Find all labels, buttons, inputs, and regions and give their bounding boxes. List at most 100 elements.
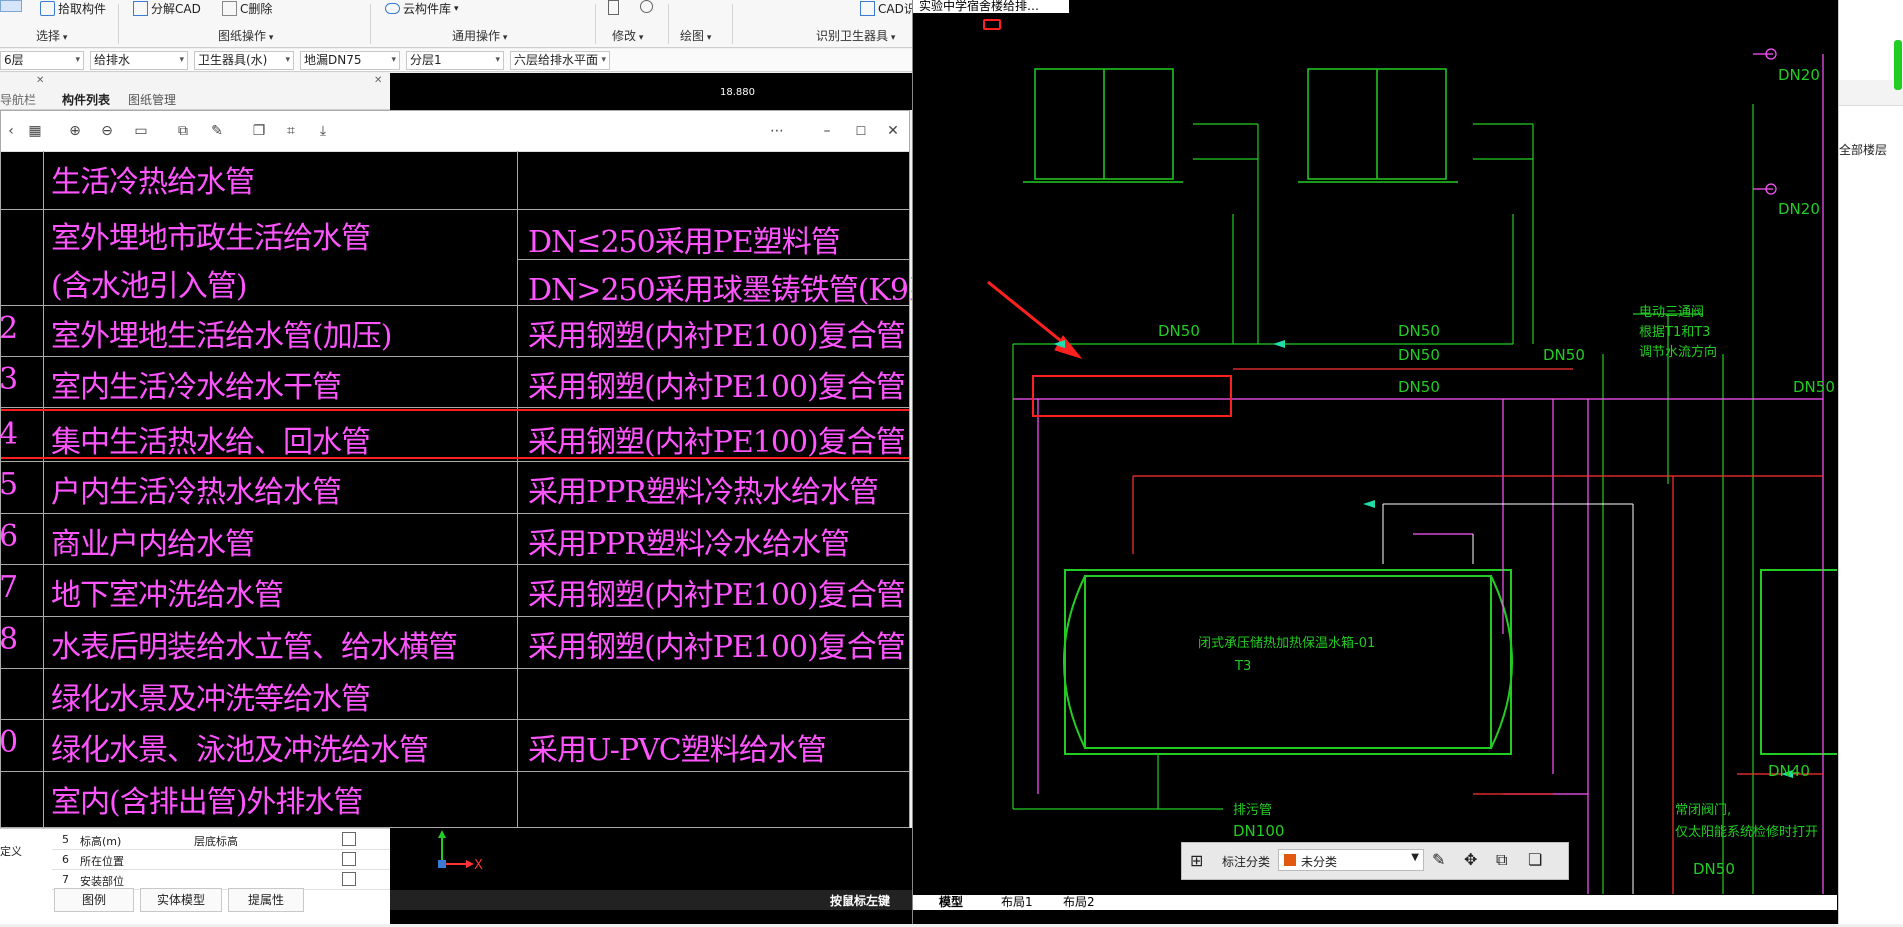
discipline-select[interactable]: 给排水	[90, 51, 188, 70]
group-draw[interactable]: 绘图	[680, 27, 711, 44]
pipe-label: DN50	[1543, 346, 1585, 364]
rotate-button[interactable]	[640, 0, 653, 13]
table-row: 8 水表后明装给水立管、给水横管 采用钢塑(内衬PE100)复合管	[0, 616, 909, 669]
grid-icon[interactable]: ⊞	[1190, 851, 1204, 870]
pipe-label: DN40	[1768, 762, 1810, 780]
pipe-label: DN50	[1158, 322, 1200, 340]
tab-component-list[interactable]: 构件列表	[62, 93, 111, 107]
decompose-icon	[133, 1, 148, 16]
more-icon[interactable]: ⋯	[770, 123, 784, 139]
table-row: 绿化水景及冲洗等给水管	[1, 668, 909, 720]
item-select[interactable]: 地漏DN75	[300, 51, 400, 70]
color-swatch	[1284, 854, 1296, 866]
copy-icon[interactable]: ⧉	[1496, 850, 1508, 869]
table-row: 0 绿化水景、泳池及冲洗给水管 采用U-PVC塑料给水管	[0, 719, 909, 772]
panel-header	[1839, 80, 1903, 106]
close-icon[interactable]: ✕	[1061, 0, 1070, 11]
cloud-library-button[interactable]: 云构件库▾	[385, 0, 459, 17]
pick-icon	[40, 1, 55, 16]
zoom-in-icon[interactable]: ⊕	[69, 123, 81, 139]
ribbon: 拾取构件 分解CAD C删除 云构件库▾ CAD识 选择 图纸操作 通用操作 修…	[0, 0, 916, 48]
pipe-label: DN50	[1398, 346, 1440, 364]
annotation-toolbar: ⊞ 标注分类 未分类 ▼ ✎ ✥ ⧉ ❏	[1181, 842, 1569, 880]
trash-button[interactable]	[608, 0, 619, 15]
layer-select[interactable]: 分层1	[406, 51, 504, 70]
table-row: 室内(含排出管)外排水管	[51, 785, 363, 820]
prop-row[interactable]: 7 安装部位	[52, 869, 390, 890]
divider	[370, 4, 371, 44]
close-icon[interactable]: ✕	[374, 75, 383, 86]
fit-icon[interactable]: ▭	[134, 123, 148, 139]
drawing-title[interactable]: 实验中学宿舍楼给排…	[913, 0, 1069, 13]
drawing-canvas: DN50 DN50 DN50 DN50 DN50 DN50 DN20 DN20 …	[987, 48, 1837, 894]
scrollbar-thumb[interactable]	[1894, 40, 1902, 90]
cad-drawing-window[interactable]: 实验中学宿舍楼给排… ✕	[912, 0, 1838, 924]
annotation-text: 常闭阀门,	[1675, 803, 1731, 818]
zoom-out-icon[interactable]: ⊖	[101, 123, 113, 139]
floor-select[interactable]: 6层	[0, 51, 84, 70]
edit-icon[interactable]: ✎	[211, 123, 223, 139]
category-select[interactable]: 未分类 ▼	[1278, 849, 1424, 871]
prop-row[interactable]: 6 所在位置	[52, 849, 390, 870]
table-row: 室外埋地市政生活给水管 (含水池引入管) DN≤250采用PE塑料管 DN>25…	[1, 209, 978, 308]
move-icon[interactable]: ✥	[1464, 850, 1478, 869]
group-select[interactable]: 选择	[36, 27, 67, 44]
highlight-box	[1032, 375, 1232, 417]
c-delete-button[interactable]: C删除	[222, 0, 272, 17]
annotation-text: 电动三通阀	[1639, 305, 1704, 320]
pick-component-button[interactable]: 拾取构件	[40, 0, 106, 17]
group-modify[interactable]: 修改	[612, 27, 643, 44]
crop-icon[interactable]: ⌗	[287, 123, 295, 139]
pipe-label: DN20	[1778, 200, 1820, 218]
grid-icon[interactable]: ▦	[28, 123, 42, 139]
decompose-cad-button[interactable]: 分解CAD	[133, 0, 201, 17]
checkbox[interactable]	[342, 832, 356, 846]
copy-icon[interactable]: ⧉	[178, 123, 188, 139]
extract-attr-button[interactable]: 提属性	[228, 888, 304, 912]
tab-model[interactable]: 模型	[939, 895, 964, 909]
close-icon[interactable]: ✕	[887, 123, 899, 139]
pipe-label: DN100	[1233, 822, 1284, 840]
layers-icon[interactable]: ❐	[252, 123, 266, 139]
paste-icon[interactable]: ❏	[1528, 850, 1543, 869]
axis-x-label: X	[474, 858, 483, 873]
back-icon[interactable]: ‹	[8, 123, 14, 139]
divider	[595, 4, 596, 44]
chevron-down-icon: ▼	[1411, 852, 1419, 863]
type-select[interactable]: 卫生器具(水)	[194, 51, 294, 70]
tab-nav[interactable]: 导航栏	[0, 93, 37, 107]
checkbox[interactable]	[342, 872, 356, 886]
table-viewer-window: ‹ ▦ ⊕ ⊖ ▭ ⧉ ✎ ❐ ⌗ ⤓ ⋯ – ☐ ✕ 生活冷热给水管 室外埋地…	[0, 110, 978, 828]
selection-marker	[983, 19, 1001, 30]
download-icon[interactable]: ⤓	[319, 123, 327, 139]
divider	[732, 4, 733, 44]
checkbox[interactable]	[342, 852, 356, 866]
solid-model-button[interactable]: 实体模型	[140, 888, 222, 912]
cad-canvas-back: 18.880	[390, 73, 912, 110]
tab-drawing-manage[interactable]: 图纸管理	[128, 93, 177, 107]
table-row: 2 室外埋地生活给水管(加压) 采用钢塑(内衬PE100)复合管	[0, 305, 909, 357]
spec-table: 生活冷热给水管 室外埋地市政生活给水管 (含水池引入管) DN≤250采用PE塑…	[0, 151, 978, 827]
maximize-icon[interactable]: ☐	[855, 124, 867, 138]
table-row: 生活冷热给水管	[1, 151, 909, 210]
group-common-ops[interactable]: 通用操作	[452, 27, 507, 44]
edit-icon[interactable]: ✎	[1432, 850, 1446, 869]
status-hint: 按鼠标左键	[830, 894, 891, 908]
legend-button[interactable]: 图例	[54, 888, 134, 912]
plan-select[interactable]: 六层给排水平面	[510, 51, 610, 70]
select-tool-tip[interactable]	[0, 0, 22, 12]
table-row: 5 户内生活冷热水给水管 采用PPR塑料冷热水给水管	[0, 461, 909, 514]
tab-layout1[interactable]: 布局1	[1001, 895, 1033, 909]
group-drawing-ops[interactable]: 图纸操作	[218, 27, 273, 44]
pipe-label: DN50	[1398, 322, 1440, 340]
rotate-icon	[640, 0, 653, 13]
tab-layout2[interactable]: 布局2	[1063, 895, 1095, 909]
minimize-icon[interactable]: –	[823, 123, 831, 139]
right-side-panel: 全部楼层	[1838, 0, 1903, 924]
all-floors-label[interactable]: 全部楼层	[1839, 143, 1888, 157]
close-icon[interactable]: ✕	[36, 75, 45, 86]
cloud-icon	[385, 3, 400, 14]
prop-row[interactable]: 5 标高(m) 层底标高	[52, 829, 390, 850]
cad-identify-button[interactable]: CAD识	[860, 0, 916, 17]
cad-icon	[860, 1, 875, 16]
